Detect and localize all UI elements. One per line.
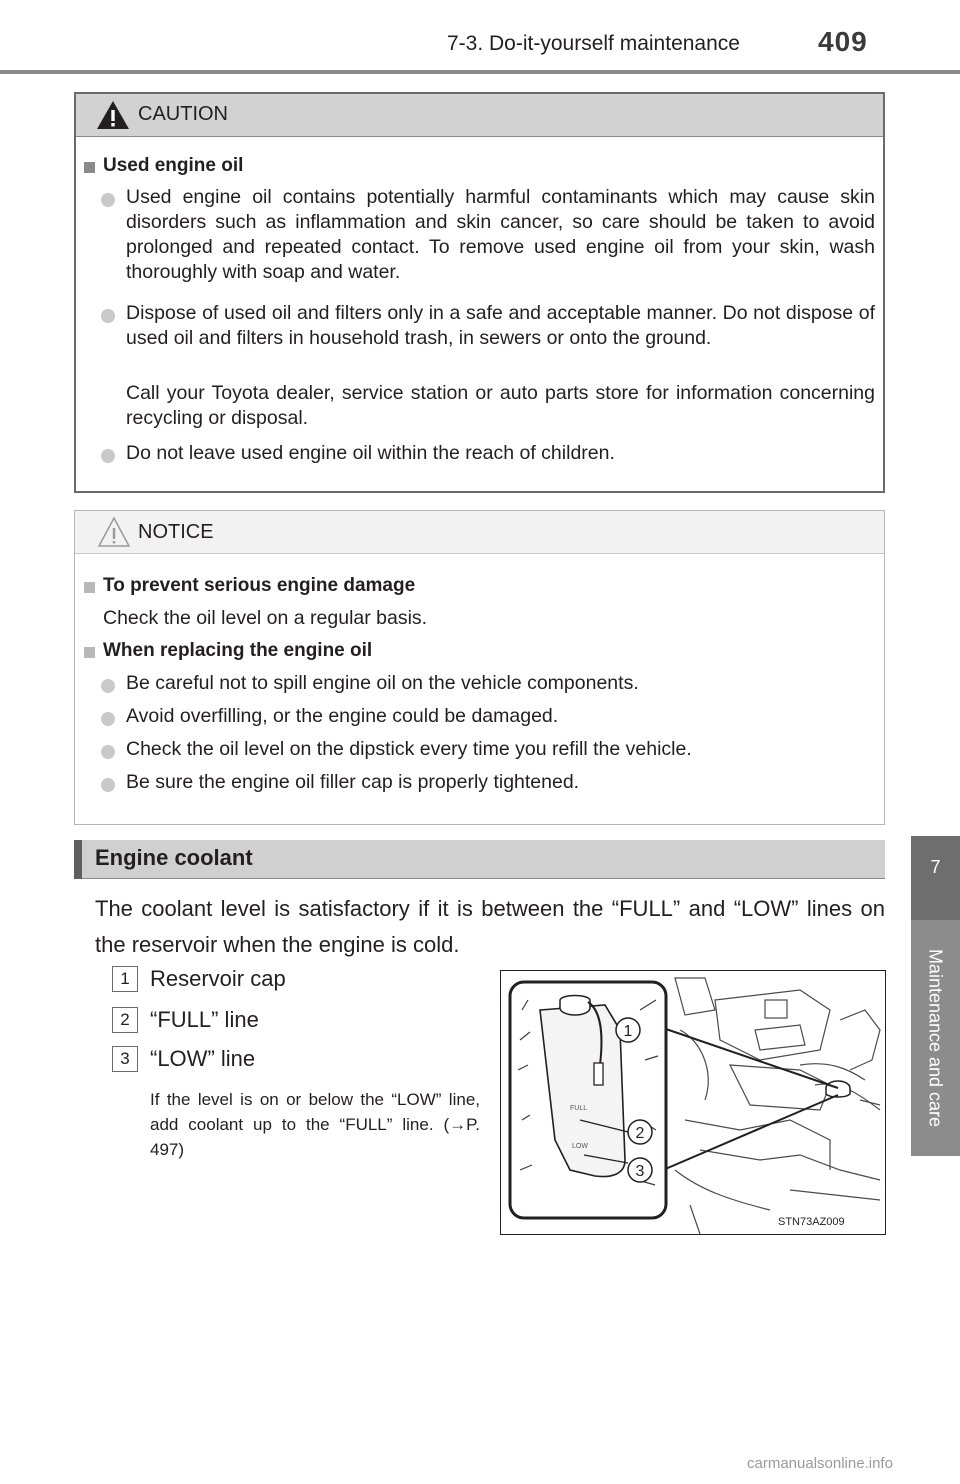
heading-square-icon [84, 162, 95, 173]
page-number: 409 [818, 26, 868, 57]
notice-text: Check the oil level on a regular basis. [103, 607, 428, 629]
section-heading-bar [74, 840, 885, 879]
figure-callout: 2 [636, 1125, 645, 1142]
notice-header [75, 511, 884, 554]
caution-box [74, 92, 885, 493]
notice-heading: When replacing the engine oil [103, 640, 373, 661]
caution-title: CAUTION [138, 103, 228, 125]
heading-square-icon [84, 647, 95, 658]
notice-heading: To prevent serious engine damage [103, 575, 416, 596]
bullet-icon [101, 679, 115, 693]
svg-text:FULL: FULL [570, 1105, 587, 1112]
chapter-tab [911, 836, 960, 920]
chapter-label: Maintenance and care [925, 948, 946, 1128]
notice-bullet: Check the oil level on the dipstick ever… [126, 738, 692, 760]
watermark: carmanualsonline.info [747, 1455, 893, 1472]
notice-box [74, 510, 885, 825]
section-heading: Engine coolant [95, 845, 253, 870]
svg-text:LOW: LOW [572, 1143, 588, 1150]
warning-icon [97, 101, 129, 129]
bullet-icon [101, 449, 115, 463]
caution-bullet: Dispose of used oil and filters only in … [126, 302, 875, 349]
notice-bullet: Avoid overfilling, or the engine could b… [126, 705, 559, 727]
heading-square-icon [84, 582, 95, 593]
coolant-intro: The coolant level is satisfactory if it … [95, 896, 885, 957]
notice-icon [97, 516, 131, 547]
notice-title: NOTICE [138, 521, 214, 543]
section-heading-accent [74, 840, 82, 879]
bullet-icon [101, 193, 115, 207]
engine-coolant-figure: FULL LOW 1 2 3 STN73AZ009 [500, 970, 886, 1235]
header-rule [0, 70, 960, 74]
chapter-number: 7 [930, 857, 941, 877]
item-label-full-line: “FULL” line [150, 1007, 259, 1032]
figure-code: STN73AZ009 [778, 1216, 845, 1228]
bullet-icon [101, 778, 115, 792]
figure-callout: 3 [636, 1163, 645, 1180]
item-number-badge: 3 [112, 1046, 138, 1072]
caution-bullet: Do not leave used engine oil within the … [126, 442, 615, 464]
item-number-badge: 2 [112, 1007, 138, 1033]
chapter-band [911, 920, 960, 1156]
caution-header [76, 94, 883, 137]
item-label-reservoir-cap: Reservoir cap [150, 966, 286, 991]
section-title: 7-3. Do-it-yourself maintenance [447, 32, 740, 55]
caution-bullet: Used engine oil contains potentially har… [126, 186, 875, 283]
caution-heading: Used engine oil [103, 155, 244, 176]
bullet-icon [101, 712, 115, 726]
notice-bullet: Be careful not to spill engine oil on th… [126, 672, 639, 694]
figure-callout: 1 [624, 1023, 633, 1040]
item-number-badge: 1 [112, 966, 138, 992]
bullet-icon [101, 309, 115, 323]
caution-bullet-continued: Call your Toyota dealer, service station… [126, 382, 875, 429]
item-label-low-line: “LOW” line [150, 1046, 256, 1071]
bullet-icon [101, 745, 115, 759]
notice-bullet: Be sure the engine oil filler cap is pro… [126, 771, 580, 793]
coolant-note: If the level is on or below the “LOW” li… [150, 1090, 480, 1159]
